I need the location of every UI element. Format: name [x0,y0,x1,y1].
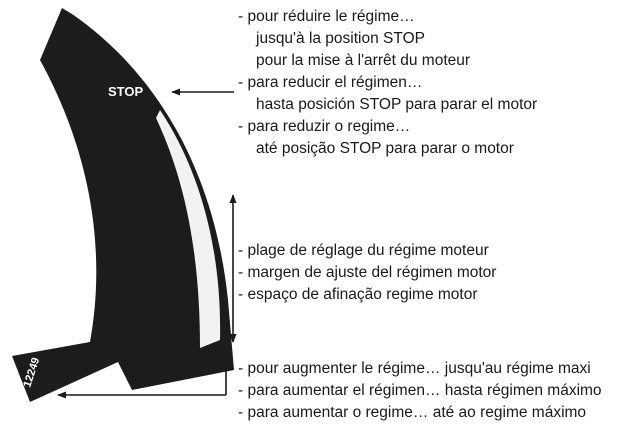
speed-range-slot [156,110,221,348]
stop-note-es-2: hasta posición STOP para parar el motor [256,96,538,113]
maxi-note-fr: - pour augmenter le régime… jusqu'au rég… [238,360,591,377]
maxi-note-pt: - para aumentar o regime… até ao regime … [238,404,587,421]
maxi-label: MAXI [56,328,89,343]
stop-note-pt-1: - para reduzir o regime… [238,118,411,135]
stop-note-fr-3: pour la mise à l'arrêt du moteur [256,52,471,69]
stop-label: STOP [108,84,143,99]
maxi-note-es: - para aumentar el régimen… hasta régime… [238,382,602,399]
range-note-fr: - plage de réglage du régime moteur [238,242,489,259]
gauge-body [12,8,234,402]
stop-note-fr-1: - pour réduire le régime… [238,8,415,25]
stop-note-pt-2: até posição STOP para parar o motor [256,140,514,157]
range-note-es: - margen de ajuste del régimen motor [238,264,497,281]
stop-note-fr-2: jusqu'à la position STOP [256,30,425,47]
range-note-pt: - espaço de afinação regime motor [238,286,478,303]
stop-note-es-1: - para reducir el régimen… [238,74,423,91]
